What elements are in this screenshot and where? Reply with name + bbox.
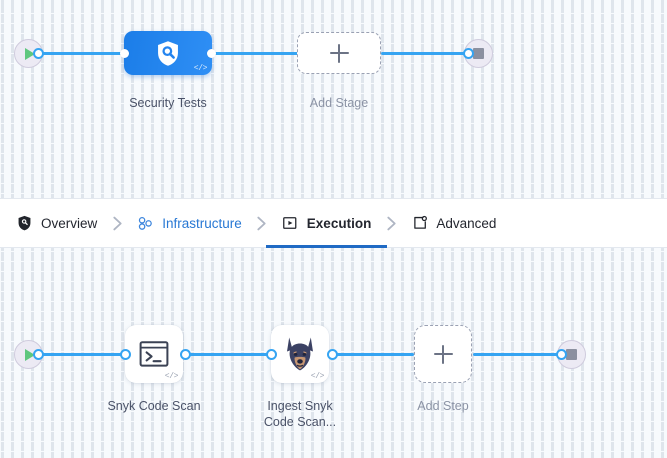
ingest-input-port[interactable] (266, 349, 277, 360)
stage-output-port[interactable] (207, 48, 216, 58)
shield-icon (16, 215, 33, 232)
stop-icon (473, 48, 484, 59)
plus-icon (433, 344, 453, 364)
chevron-right-icon (244, 199, 280, 247)
add-step-button[interactable] (414, 325, 472, 383)
steps-end-port[interactable] (556, 349, 567, 360)
steps-start-node[interactable] (14, 340, 43, 369)
pipeline-section-tabs: Overview Infrastructure (0, 198, 667, 248)
edge-ingest-to-add-step (332, 353, 414, 356)
play-icon (25, 47, 35, 60)
edge-security-tests-to-add-stage (211, 52, 301, 55)
edge-add-stage-to-end (381, 52, 467, 55)
step-node-snyk-code-scan[interactable]: </> (125, 325, 183, 383)
add-stage-label: Add Stage (309, 96, 369, 110)
add-step-label: Add Step (417, 399, 469, 413)
tab-overview[interactable]: Overview (14, 199, 99, 247)
step-label-snyk-code-scan: Snyk Code Scan (107, 399, 201, 413)
play-icon (25, 348, 35, 361)
code-badge: </> (310, 372, 325, 381)
edge-start-to-security-tests (36, 52, 128, 55)
step-pipeline-canvas[interactable]: </> Snyk Code Scan (0, 248, 667, 458)
snyk-code-scan-input-port[interactable] (120, 349, 131, 360)
steps-start-port[interactable] (33, 349, 44, 360)
tab-advanced[interactable]: Advanced (409, 199, 498, 247)
chevron-right-icon (373, 199, 409, 247)
step-label-ingest-snyk-code-scan: Ingest Snyk Code Scan... (263, 399, 337, 429)
end-node-port[interactable] (463, 48, 474, 59)
shield-search-icon (158, 40, 178, 66)
play-box-icon (282, 215, 299, 232)
start-node-port[interactable] (33, 48, 44, 59)
terminal-icon (139, 341, 169, 367)
stage-node-security-tests[interactable]: </> (120, 31, 216, 75)
stage-label-security-tests: Security Tests (129, 96, 207, 110)
tab-label-infrastructure: Infrastructure (162, 215, 242, 231)
code-badge: </> (193, 64, 208, 73)
tab-label-execution: Execution (306, 215, 372, 231)
step-node-ingest-snyk-code-scan[interactable]: </> (271, 325, 329, 383)
tab-execution[interactable]: Execution (265, 199, 387, 248)
edge-start-to-snyk-code-scan (36, 353, 130, 356)
stop-icon (566, 349, 577, 360)
plus-icon (329, 43, 349, 63)
chevron-right-icon (99, 199, 135, 247)
tab-label-overview: Overview (41, 215, 98, 231)
edge-add-step-to-end (473, 353, 560, 356)
stage-pipeline-canvas[interactable]: </> Security Tests Add Stage (0, 0, 667, 198)
stage-input-port[interactable] (120, 48, 129, 58)
doberman-icon (287, 337, 313, 371)
add-stage-button[interactable] (297, 32, 381, 74)
code-badge: </> (164, 372, 179, 381)
tab-infrastructure[interactable]: Infrastructure (135, 199, 244, 247)
tab-label-advanced: Advanced (436, 215, 497, 231)
ingest-output-port[interactable] (327, 349, 338, 360)
nodes-icon (137, 215, 154, 232)
snyk-code-scan-output-port[interactable] (180, 349, 191, 360)
square-gear-icon (411, 215, 428, 232)
steps-end-node[interactable] (557, 340, 586, 369)
edge-snyk-code-scan-to-ingest (185, 353, 279, 356)
